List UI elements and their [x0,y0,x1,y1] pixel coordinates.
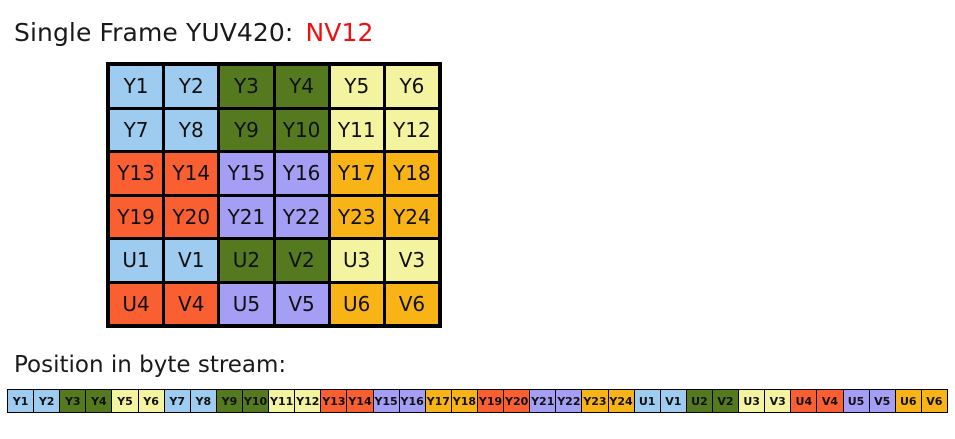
stream-cell-y19: Y19 [477,390,504,412]
stream-cell-v2: V2 [712,390,739,412]
page-title: Single Frame YUV420: NV12 [14,18,373,47]
stream-cell-u4: U4 [791,390,817,412]
grid-cell-y19: Y19 [110,196,163,237]
stream-cell-y12: Y12 [295,390,321,412]
stream-cell-y1: Y1 [8,390,34,412]
stream-cell-y15: Y15 [373,390,399,412]
grid-cell-v6: V6 [385,283,438,324]
stream-cell-v6: V6 [921,390,947,412]
grid-cell-y15: Y15 [220,153,273,194]
format-label-nv12: NV12 [305,18,374,47]
stream-cell-u5: U5 [843,390,869,412]
grid-cell-y16: Y16 [275,153,328,194]
stream-cell-y3: Y3 [60,390,86,412]
stream-cell-v5: V5 [869,390,895,412]
stream-cell-y23: Y23 [582,390,608,412]
grid-cell-y14: Y14 [165,153,218,194]
stream-cell-v3: V3 [765,390,791,412]
stream-cell-y2: Y2 [34,390,60,412]
page-title-text: Single Frame YUV420: [14,18,294,47]
grid-cell-y24: Y24 [385,196,438,237]
stream-cell-y4: Y4 [86,390,112,412]
grid-cell-v3: V3 [385,240,438,281]
stream-cell-u2: U2 [686,390,712,412]
grid-cell-y6: Y6 [385,66,438,107]
stream-cell-y10: Y10 [242,390,269,412]
grid-cell-y11: Y11 [330,109,383,150]
stream-cell-u1: U1 [634,390,660,412]
grid-cell-y8: Y8 [165,109,218,150]
grid-cell-y3: Y3 [220,66,273,107]
stream-cell-y13: Y13 [321,390,347,412]
grid-cell-v1: V1 [165,240,218,281]
grid-cell-y1: Y1 [110,66,163,107]
stream-cell-y7: Y7 [164,390,190,412]
stream-cell-u3: U3 [739,390,765,412]
grid-cell-y23: Y23 [330,196,383,237]
stream-cell-y18: Y18 [451,390,477,412]
grid-cell-v5: V5 [275,283,328,324]
grid-cell-y17: Y17 [330,153,383,194]
grid-cell-y13: Y13 [110,153,163,194]
grid-cell-v2: V2 [275,240,328,281]
stream-cell-y22: Y22 [556,390,582,412]
grid-cell-u4: U4 [110,283,163,324]
grid-cell-y12: Y12 [385,109,438,150]
grid-cell-y2: Y2 [165,66,218,107]
stream-cell-v1: V1 [660,390,686,412]
grid-cell-u5: U5 [220,283,273,324]
stream-cell-y6: Y6 [138,390,164,412]
grid-cell-y18: Y18 [385,153,438,194]
stream-cell-y8: Y8 [190,390,216,412]
stream-cell-u6: U6 [895,390,921,412]
stream-cell-y21: Y21 [530,390,556,412]
grid-cell-y10: Y10 [275,109,328,150]
grid-cell-u6: U6 [330,283,383,324]
stream-cell-y17: Y17 [425,390,451,412]
grid-cell-u1: U1 [110,240,163,281]
grid-cell-y4: Y4 [275,66,328,107]
stream-cell-y16: Y16 [399,390,425,412]
grid-cell-y22: Y22 [275,196,328,237]
grid-cell-u2: U2 [220,240,273,281]
grid-cell-v4: V4 [165,283,218,324]
stream-cell-y20: Y20 [504,390,530,412]
grid-cell-y21: Y21 [220,196,273,237]
stream-cell-y5: Y5 [112,390,138,412]
grid-cell-y5: Y5 [330,66,383,107]
byte-stream-caption: Position in byte stream: [14,352,287,378]
grid-cell-y9: Y9 [220,109,273,150]
grid-cell-y7: Y7 [110,109,163,150]
stream-cell-y14: Y14 [347,390,373,412]
stream-cell-y9: Y9 [216,390,242,412]
stream-cell-y11: Y11 [269,390,295,412]
stream-cell-y24: Y24 [608,390,634,412]
grid-cell-u3: U3 [330,240,383,281]
stream-cell-v4: V4 [817,390,843,412]
grid-cell-y20: Y20 [165,196,218,237]
